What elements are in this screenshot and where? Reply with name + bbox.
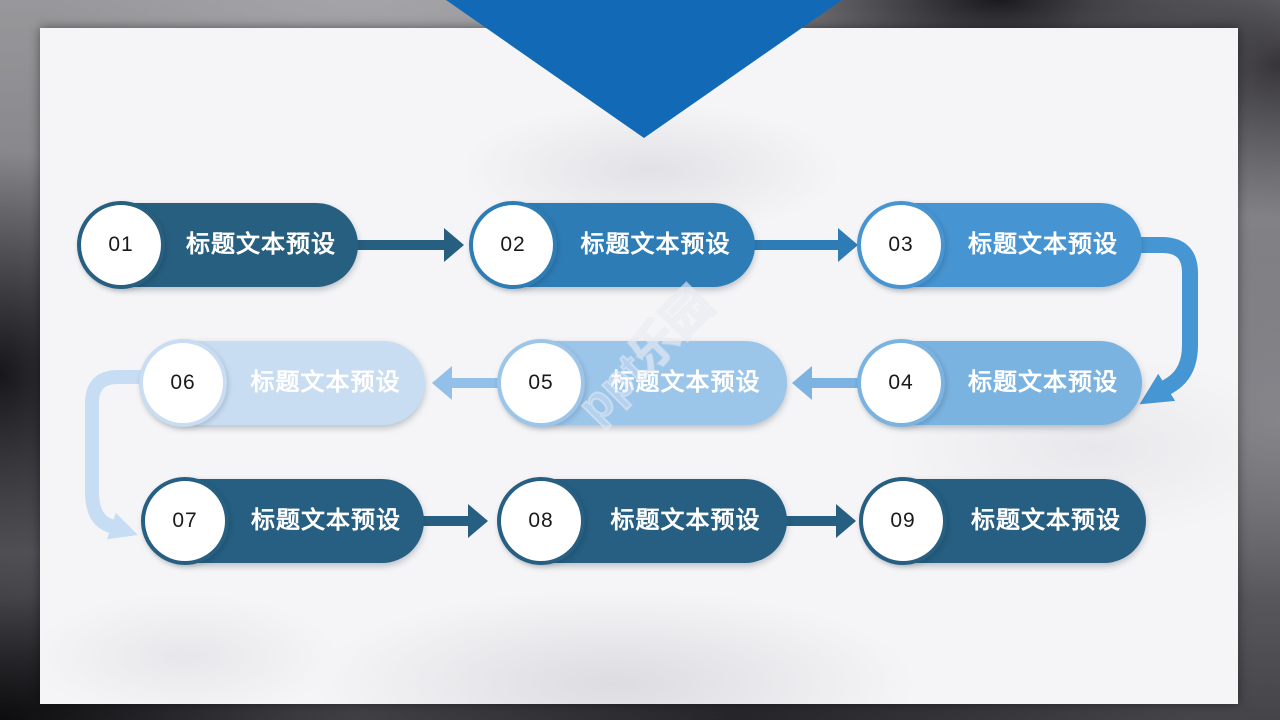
step-pill-01: 01 标题文本预设 (77, 201, 358, 289)
step-number-circle: 07 (141, 477, 229, 565)
step-number-circle: 02 (469, 201, 557, 289)
step-number: 03 (888, 233, 914, 256)
step-label: 标题文本预设 (186, 231, 336, 258)
step-number: 07 (172, 509, 198, 532)
step-number: 05 (528, 371, 554, 394)
step-label: 标题文本预设 (610, 369, 761, 396)
step-pill-04: 04 标题文本预设 (857, 339, 1142, 427)
step-number: 02 (500, 233, 526, 256)
step-label: 标题文本预设 (968, 231, 1118, 258)
step-number-circle: 05 (497, 339, 585, 427)
step-pill-02: 02 标题文本预设 (469, 201, 755, 289)
step-number: 06 (170, 371, 196, 394)
step-number-circle: 09 (859, 477, 947, 565)
step-pill-06: 06 标题文本预设 (139, 339, 425, 427)
step-pill-09: 09 标题文本预设 (859, 477, 1146, 565)
step-number: 04 (888, 371, 914, 394)
step-number: 09 (890, 509, 916, 532)
step-label: 标题文本预设 (968, 369, 1118, 396)
step-label: 标题文本预设 (610, 507, 761, 534)
step-label: 标题文本预设 (251, 507, 401, 534)
step-pill-05: 05 标题文本预设 (497, 339, 787, 427)
step-pill-08: 08 标题文本预设 (497, 477, 787, 565)
step-label: 标题文本预设 (250, 369, 401, 396)
step-number-circle: 06 (139, 339, 227, 427)
step-label: 标题文本预设 (580, 231, 731, 258)
step-pill-03: 03 标题文本预设 (857, 201, 1142, 289)
step-number-circle: 01 (77, 201, 165, 289)
step-number: 08 (528, 509, 554, 532)
step-number-circle: 03 (857, 201, 945, 289)
step-label: 标题文本预设 (971, 507, 1121, 534)
step-number-circle: 08 (497, 477, 585, 565)
step-number: 01 (108, 233, 134, 256)
step-pill-07: 07 标题文本预设 (141, 477, 424, 565)
step-number-circle: 04 (857, 339, 945, 427)
